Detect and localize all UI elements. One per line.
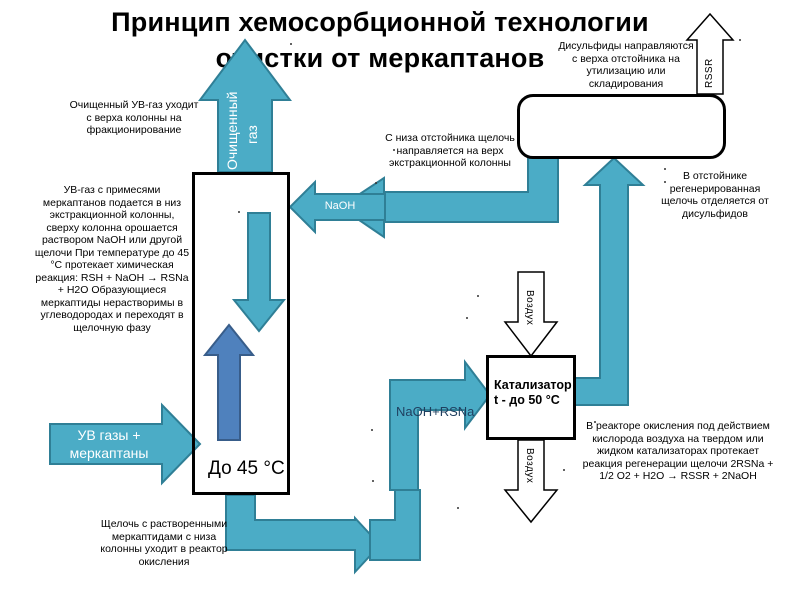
column-temperature-label: До 45 °С (208, 458, 285, 479)
pipe-reactor-to-settler (574, 156, 646, 406)
reactor-note: В реакторе окисления под действием кисло… (582, 420, 774, 482)
feed-gas-arrow (49, 402, 202, 486)
rssr-arrow (685, 12, 735, 95)
pipe-lower-link (369, 489, 421, 561)
column-down-arrow (231, 212, 287, 333)
feed-gas-label: УВ газы + меркаптаны (69, 427, 149, 461)
rssr-label: RSSR (704, 58, 715, 88)
pipe-to-reactor-entry (389, 359, 492, 491)
purified-gas-label: Очищенный газ (224, 91, 260, 171)
air-out-label: Воздух (524, 448, 535, 484)
feed-note: УВ-газ с примесями меркаптанов подается … (34, 184, 190, 334)
reactor-label: Катализатор t - до 50 °С (494, 378, 572, 407)
disulfides-note: Дисульфиды направляются с верха отстойни… (558, 40, 694, 90)
title-line-2: очистки от меркаптанов (215, 43, 545, 73)
purified-gas-note: Очищенный УВ-газ уходит с верха колонны … (69, 99, 199, 136)
column-up-arrow (202, 323, 256, 441)
naoh-label: NaOH (324, 200, 356, 212)
settler-note: В отстойнике регенерированная щелочь отд… (661, 170, 769, 220)
air-in-label: Воздух (524, 290, 535, 326)
naoh-entry-arrow (288, 179, 386, 235)
oxidation-reactor (486, 355, 576, 440)
pipe-settler-to-column (338, 157, 559, 239)
naoh-rsna-label: NaOH+RSNa (396, 404, 475, 419)
extraction-column (192, 172, 290, 495)
pipe-column-to-reactor (225, 494, 382, 575)
title-line-1: Принцип хемосорбционной технологии (111, 7, 649, 37)
alkali-bottom-note: Щелочь с растворенными меркаптидами с ни… (100, 518, 228, 568)
air-out-arrow (503, 439, 559, 524)
air-in-arrow (503, 271, 559, 358)
purified-gas-arrow (198, 38, 292, 173)
settler (517, 94, 726, 159)
settler-bottom-note: С низа отстойника щелочь направляется на… (385, 132, 515, 169)
